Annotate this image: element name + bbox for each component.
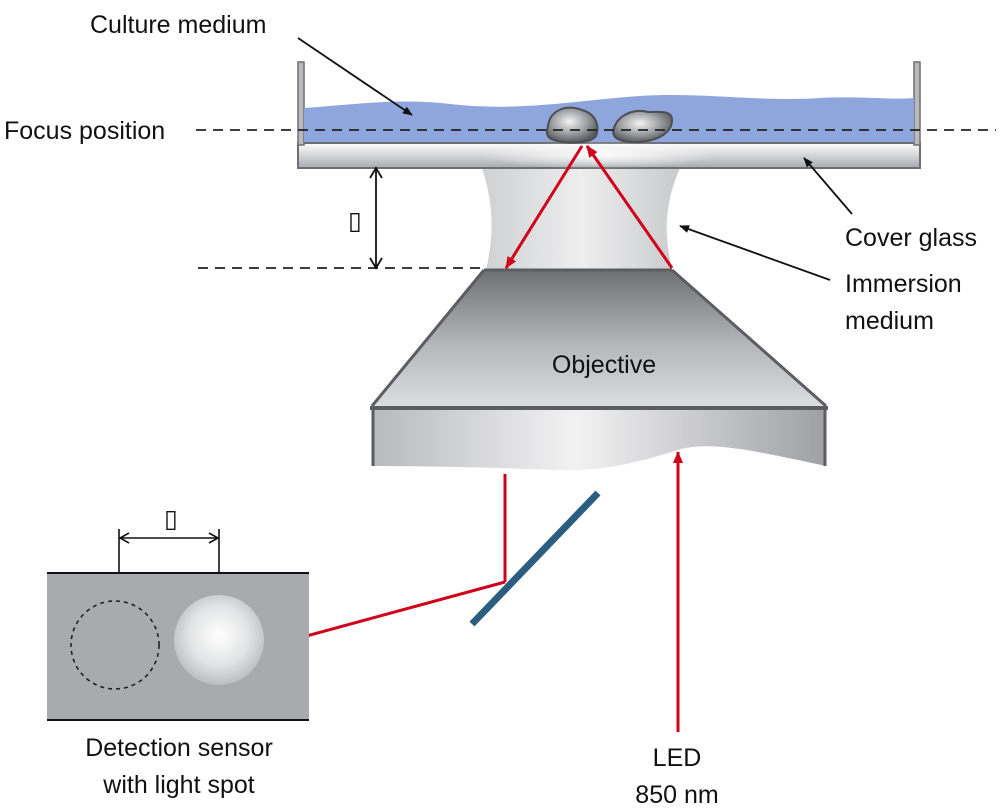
culture-dish xyxy=(297,61,921,169)
culture-medium-fluid xyxy=(304,95,914,142)
objective xyxy=(370,268,828,471)
cells xyxy=(545,106,674,144)
cover-glass-pointer xyxy=(803,157,853,215)
objective-label: Objective xyxy=(552,351,656,379)
cell-2 xyxy=(612,110,674,144)
cell-1 xyxy=(545,106,599,144)
immersion-medium-label-line2: medium xyxy=(845,307,934,335)
light-spot xyxy=(174,595,264,685)
led-label-line2: 850 nm xyxy=(635,781,718,809)
immersion-medium xyxy=(482,168,680,270)
led-label-line1: LED xyxy=(653,744,702,772)
sensor-label-line1: Detection sensor xyxy=(85,734,273,762)
dish-wall-right xyxy=(913,61,921,146)
sensor-label-line2: with light spot xyxy=(102,771,255,799)
spot-shift-dimension xyxy=(118,529,220,573)
beam-splitter-mirror xyxy=(469,490,601,627)
reference-spot-outline xyxy=(70,600,160,690)
immersion-medium-pointer xyxy=(679,225,831,281)
offset-dimension xyxy=(369,166,383,270)
focus-position-label: Focus position xyxy=(4,117,165,145)
beam-to-sample xyxy=(585,145,674,269)
objective-cone xyxy=(372,270,826,408)
spot-shift-symbol: ▯ xyxy=(164,505,178,533)
culture-medium-label: Culture medium xyxy=(90,11,266,39)
objective-body-lower xyxy=(372,408,826,471)
cover-glass-label: Cover glass xyxy=(845,224,977,252)
detection-sensor xyxy=(47,572,309,721)
beam-reflected xyxy=(504,145,584,269)
culture-medium-pointer xyxy=(297,37,413,116)
dish-wall-left xyxy=(297,61,305,146)
immersion-medium-label-line1: Immersion xyxy=(845,270,962,298)
offset-symbol: ▯ xyxy=(348,207,362,235)
